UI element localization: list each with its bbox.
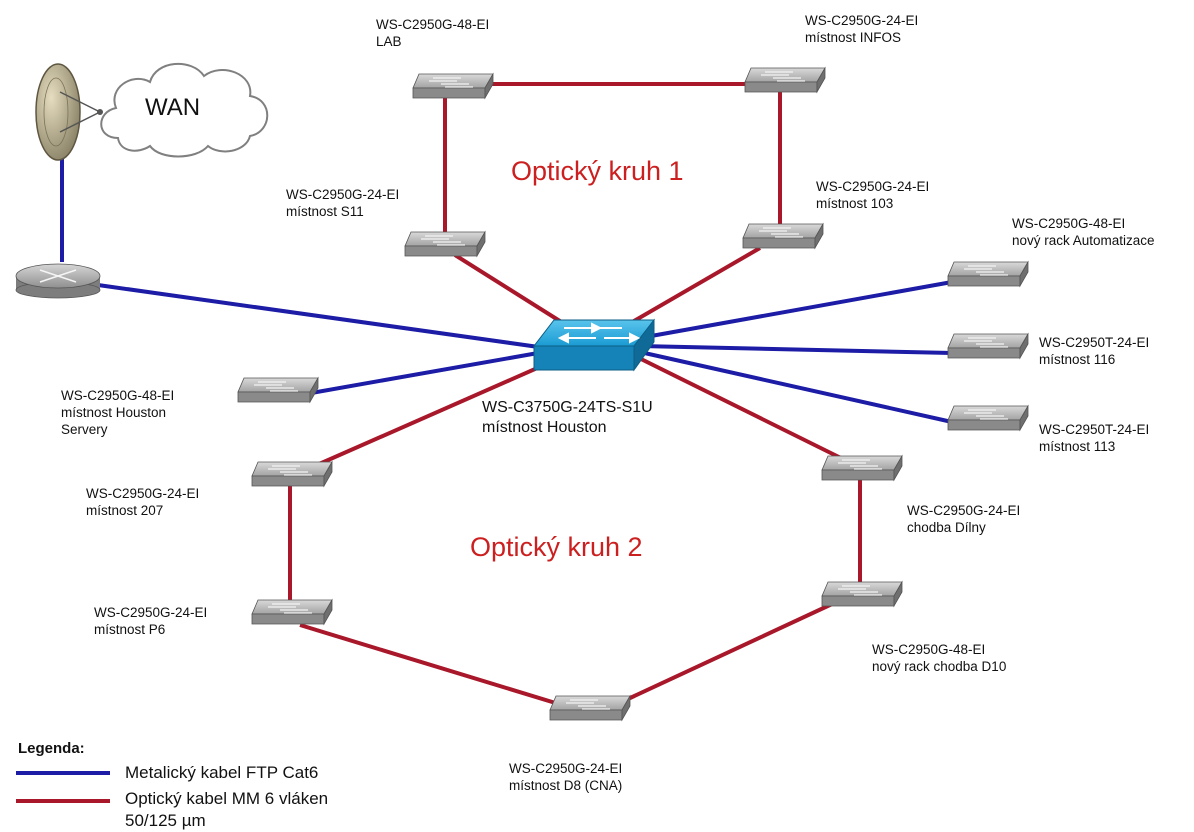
label-dilny: WS-C2950G-24-EI chodba Dílny: [907, 502, 1020, 536]
label-houston-servery: WS-C2950G-48-EI místnost Houston Servery: [61, 387, 174, 438]
label-207: WS-C2950G-24-EI místnost 207: [86, 485, 199, 519]
label-d10-location: nový rack chodba D10: [872, 659, 1007, 674]
core-116-copper-link: [639, 344, 953, 355]
core-207-fiber-link: [309, 356, 561, 470]
label-p6: WS-C2950G-24-EI místnost P6: [94, 604, 207, 638]
label-infos-model: WS-C2950G-24-EI: [805, 13, 919, 28]
core-switch-icon: [532, 318, 656, 372]
legend-fiber-label-line1: Optický kabel MM 6 vláken: [125, 789, 329, 808]
label-houston-servery-location: místnost Houston: [61, 405, 167, 420]
label-s11-model: WS-C2950G-24-EI: [286, 187, 400, 202]
ring2-p6-d8-fiber-link: [299, 623, 586, 714]
core-113-copper-link: [639, 350, 953, 424]
label-infos: WS-C2950G-24-EI místnost INFOS: [805, 12, 918, 46]
switch-207-icon: [251, 461, 333, 487]
label-lab: WS-C2950G-48-EI LAB: [376, 16, 489, 50]
switch-infos-icon: [744, 67, 826, 93]
label-s11: WS-C2950G-24-EI místnost S11: [286, 186, 399, 220]
label-dilny-location: chodba Dílny: [907, 520, 986, 535]
switch-113-icon: [947, 405, 1029, 431]
label-103: WS-C2950G-24-EI místnost 103: [816, 178, 929, 212]
label-113: WS-C2950T-24-EI místnost 113: [1039, 421, 1149, 455]
label-infos-location: místnost INFOS: [805, 30, 902, 45]
label-lab-location: LAB: [376, 34, 402, 49]
label-116-location: místnost 116: [1039, 352, 1116, 367]
label-core-location: místnost Houston: [482, 419, 607, 436]
switch-automatizace-icon: [947, 261, 1029, 287]
label-core-model: WS-C3750G-24TS-S1U: [482, 399, 653, 416]
core-automatizace-copper-link: [639, 280, 953, 340]
label-automatizace-model: WS-C2950G-48-EI: [1012, 216, 1126, 231]
legend-fiber-label-line2: 50/125 µm: [125, 811, 206, 830]
switch-s11-icon: [404, 231, 486, 257]
legend-fiber-label: Optický kabel MM 6 vláken 50/125 µm: [125, 788, 328, 832]
label-p6-location: místnost P6: [94, 622, 166, 637]
router-icon: [15, 263, 101, 299]
label-core: WS-C3750G-24TS-S1U místnost Houston: [482, 398, 653, 438]
label-p6-model: WS-C2950G-24-EI: [94, 605, 208, 620]
switch-103-icon: [742, 223, 824, 249]
label-d8-model: WS-C2950G-24-EI: [509, 761, 623, 776]
switch-p6-icon: [251, 599, 333, 625]
wan-label: WAN: [145, 94, 201, 121]
label-103-location: místnost 103: [816, 196, 894, 211]
core-103-fiber-link: [613, 246, 762, 334]
label-113-location: místnost 113: [1039, 439, 1116, 454]
switch-d8-icon: [549, 695, 631, 721]
label-houston-servery-location2: Servery: [61, 422, 108, 437]
switch-116-icon: [947, 333, 1029, 359]
label-houston-servery-model: WS-C2950G-48-EI: [61, 388, 175, 403]
label-116: WS-C2950T-24-EI místnost 116: [1039, 334, 1149, 368]
ring1-label: Optický kruh 1: [511, 156, 684, 186]
label-207-location: místnost 207: [86, 503, 164, 518]
label-103-model: WS-C2950G-24-EI: [816, 179, 930, 194]
ring2-label: Optický kruh 2: [470, 532, 643, 562]
switch-d10-icon: [821, 581, 903, 607]
label-d8: WS-C2950G-24-EI místnost D8 (CNA): [509, 760, 622, 794]
label-s11-location: místnost S11: [286, 204, 364, 219]
label-dilny-model: WS-C2950G-24-EI: [907, 503, 1021, 518]
label-d10-model: WS-C2950G-48-EI: [872, 642, 986, 657]
label-116-model: WS-C2950T-24-EI: [1039, 335, 1150, 350]
legend-title: Legenda:: [18, 740, 85, 757]
ring2-d8-d10-fiber-link: [599, 596, 846, 714]
label-automatizace-location: nový rack Automatizace: [1012, 233, 1155, 248]
label-d8-location: místnost D8 (CNA): [509, 778, 623, 793]
switch-servery-icon: [237, 377, 319, 403]
label-113-model: WS-C2950T-24-EI: [1039, 422, 1150, 437]
router-core-copper-link: [97, 283, 561, 352]
label-207-model: WS-C2950G-24-EI: [86, 486, 200, 501]
label-d10: WS-C2950G-48-EI nový rack chodba D10: [872, 641, 1006, 675]
label-lab-model: WS-C2950G-48-EI: [376, 17, 490, 32]
wan-cloud-icon: [100, 62, 269, 158]
core-servery-copper-link: [299, 348, 556, 397]
label-automatizace: WS-C2950G-48-EI nový rack Automatizace: [1012, 215, 1155, 249]
links: [60, 82, 953, 714]
core-dilny-fiber-link: [634, 354, 856, 467]
satellite-dish-icon: [35, 63, 103, 161]
legend-copper-label: Metalický kabel FTP Cat6: [125, 763, 319, 782]
switch-lab-icon: [412, 73, 494, 99]
switch-dilny-icon: [821, 455, 903, 481]
